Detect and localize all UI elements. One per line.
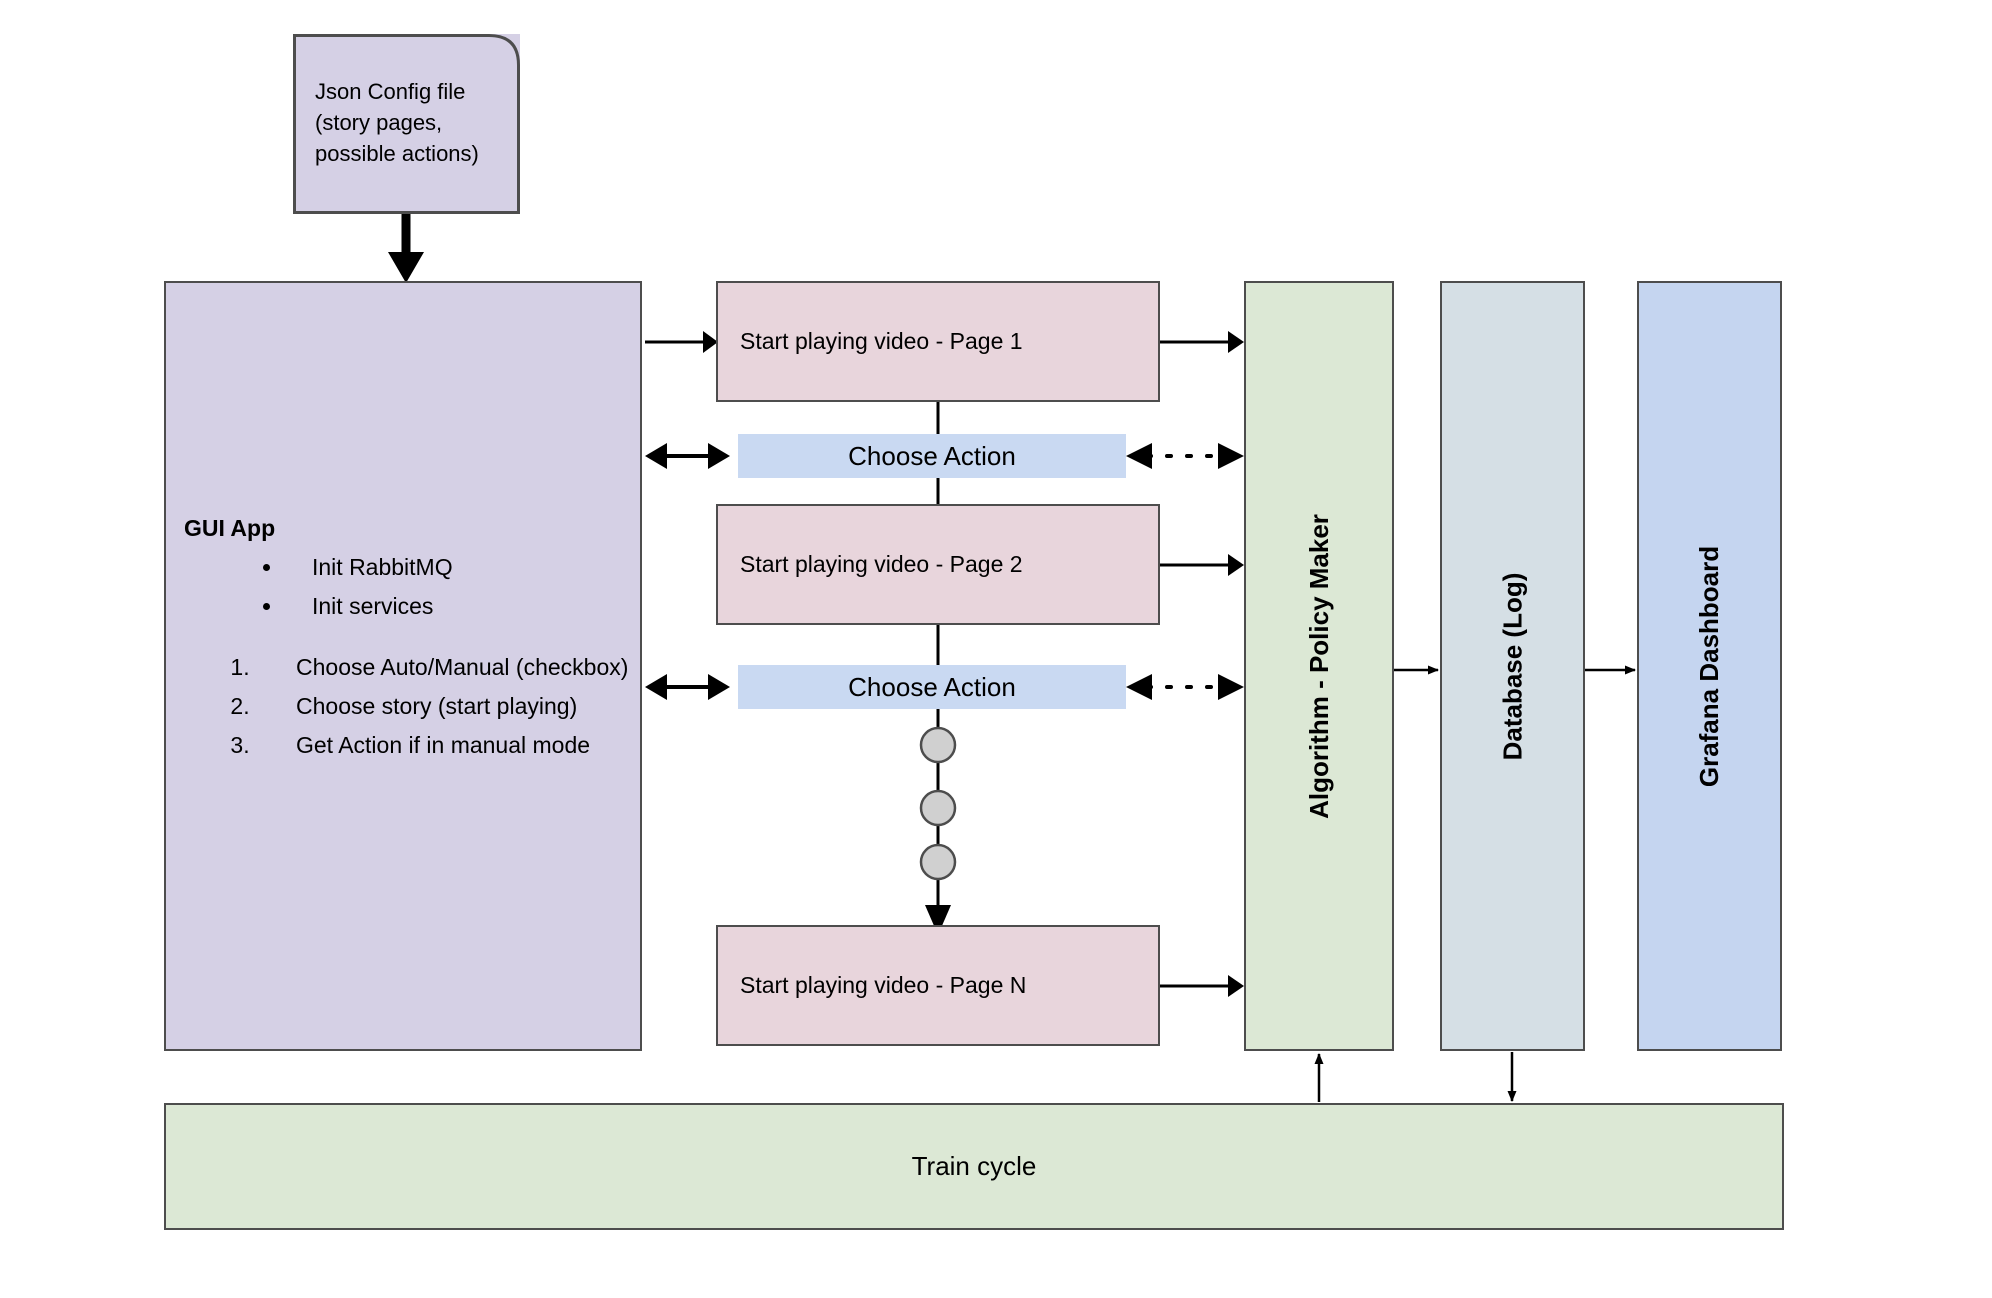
- video-step-label: Start playing video - Page 2: [740, 551, 1023, 577]
- train-cycle-label: Train cycle: [911, 1151, 1037, 1181]
- arrow-gui-app-to-video-1: [645, 331, 718, 353]
- gui-app-numbered-list: Choose Auto/Manual (checkbox) Choose sto…: [184, 648, 630, 765]
- grafana-dashboard-node[interactable]: Grafana Dashboard: [1637, 281, 1782, 1051]
- list-item: Get Action if in manual mode: [256, 726, 630, 765]
- choose-action-node-2[interactable]: Choose Action: [738, 665, 1126, 709]
- arrow-gui-app-to-action-1: [645, 443, 730, 469]
- json-config-file-node[interactable]: Json Config file (story pages, possible …: [293, 34, 520, 214]
- arrow-action-1-to-algorithm: [1126, 443, 1244, 469]
- arrow-video-n-to-algorithm: [1160, 975, 1244, 997]
- video-step-page-n[interactable]: Start playing video - Page N: [716, 925, 1160, 1046]
- arrow-video-2-to-algorithm: [1160, 554, 1244, 576]
- json-config-file-label: Json Config file (story pages, possible …: [315, 79, 479, 166]
- grafana-dashboard-label: Grafana Dashboard: [1694, 545, 1725, 787]
- gui-app-node[interactable]: GUI App Init RabbitMQ Init services Choo…: [164, 281, 642, 1051]
- algorithm-policy-maker-label: Algorithm - Policy Maker: [1303, 513, 1334, 819]
- video-step-label: Start playing video - Page N: [740, 972, 1027, 998]
- train-cycle-node[interactable]: Train cycle: [164, 1103, 1784, 1230]
- video-step-page-1[interactable]: Start playing video - Page 1: [716, 281, 1160, 402]
- database-log-label: Database (Log): [1497, 572, 1527, 760]
- list-item: Choose story (start playing): [256, 687, 630, 726]
- gui-app-bullet-list: Init RabbitMQ Init services: [184, 548, 630, 626]
- list-item: Init services: [284, 587, 630, 626]
- list-item: Init RabbitMQ: [284, 548, 630, 587]
- video-step-page-2[interactable]: Start playing video - Page 2: [716, 504, 1160, 625]
- choose-action-label: Choose Action: [848, 440, 1016, 471]
- gui-app-content: GUI App Init RabbitMQ Init services Choo…: [184, 515, 630, 765]
- list-item: Choose Auto/Manual (checkbox): [256, 648, 630, 687]
- arrow-action-2-to-video-n: [919, 709, 957, 935]
- arrow-action-2-to-algorithm: [1126, 674, 1244, 700]
- arrow-config-to-gui-app: [388, 214, 424, 283]
- arrow-gui-app-to-action-2: [645, 674, 730, 700]
- database-log-node[interactable]: Database (Log): [1440, 281, 1585, 1051]
- video-step-label: Start playing video - Page 1: [740, 328, 1023, 354]
- gui-app-title: GUI App: [184, 515, 276, 541]
- choose-action-label: Choose Action: [848, 671, 1016, 702]
- document-shape-icon: [293, 34, 520, 214]
- arrow-video-1-to-algorithm: [1160, 331, 1244, 353]
- choose-action-node-1[interactable]: Choose Action: [738, 434, 1126, 478]
- algorithm-policy-maker-node[interactable]: Algorithm - Policy Maker: [1244, 281, 1394, 1051]
